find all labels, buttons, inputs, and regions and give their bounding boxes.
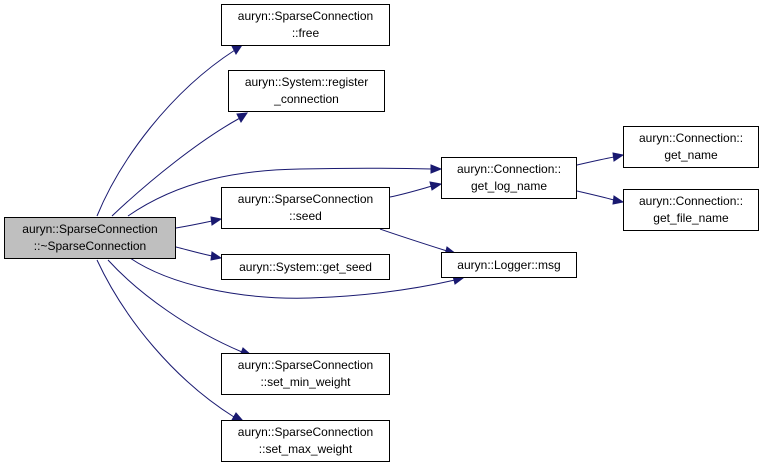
node-label-line2: ::free: [291, 26, 320, 40]
node-system-register-connection[interactable]: auryn::System::register _connection: [228, 70, 385, 112]
node-label-line1: auryn::System::get_seed: [239, 259, 372, 274]
node-label-line2: get_file_name: [653, 211, 729, 225]
node-sparseconnection-destructor: auryn::SparseConnection ::~SparseConnect…: [4, 217, 176, 259]
edge-root-to-get-log-name: [127, 164, 443, 217]
node-label-line2: get_log_name: [470, 179, 548, 193]
edge-get-log-name-to-get-file-name: [576, 190, 625, 205]
node-label-line1: auryn::Connection::: [638, 131, 744, 145]
node-label-line2: ::set_max_weight: [258, 442, 353, 456]
edge-root-to-set-max-weight: [96, 259, 245, 422]
edge-root-to-register-connection: [111, 112, 249, 217]
edge-seed-to-get-log-name: [389, 181, 443, 198]
node-label-line1: auryn::SparseConnection: [237, 425, 374, 439]
node-system-get-seed[interactable]: auryn::System::get_seed: [221, 254, 390, 280]
node-label-line1: auryn::Connection::: [638, 194, 744, 208]
edge-get-log-name-to-get-name: [576, 152, 625, 166]
node-connection-get-file-name[interactable]: auryn::Connection:: get_file_name: [623, 189, 759, 231]
node-label-line1: auryn::SparseConnection: [22, 222, 158, 236]
node-label-line1: auryn::Connection::: [456, 162, 562, 176]
node-label-line2: ::seed: [289, 209, 322, 223]
node-label-line1: auryn::SparseConnection: [237, 9, 374, 23]
node-connection-get-name[interactable]: auryn::Connection:: get_name: [623, 126, 759, 168]
node-label-line1: auryn::SparseConnection: [237, 192, 374, 206]
node-label-line1: auryn::System::register: [244, 75, 369, 89]
node-label-line1: auryn::Logger::msg: [457, 257, 561, 272]
node-label-line2: ::set_min_weight: [260, 375, 351, 389]
node-logger-msg[interactable]: auryn::Logger::msg: [441, 252, 577, 278]
edge-root-to-get-seed: [175, 246, 223, 261]
node-sparseconnection-free[interactable]: auryn::SparseConnection ::free: [221, 4, 390, 46]
node-label-line2: _connection: [274, 92, 339, 106]
node-label-line2: ::~SparseConnection: [33, 239, 147, 253]
node-label-line2: get_name: [664, 148, 718, 162]
edge-root-to-seed: [175, 216, 223, 229]
node-sparseconnection-seed[interactable]: auryn::SparseConnection ::seed: [221, 187, 390, 229]
node-connection-get-log-name[interactable]: auryn::Connection:: get_log_name: [441, 157, 577, 199]
node-label-line1: auryn::SparseConnection: [237, 358, 374, 372]
node-sparseconnection-set-max-weight[interactable]: auryn::SparseConnection ::set_max_weight: [221, 420, 390, 462]
node-sparseconnection-set-min-weight[interactable]: auryn::SparseConnection ::set_min_weight: [221, 353, 390, 395]
